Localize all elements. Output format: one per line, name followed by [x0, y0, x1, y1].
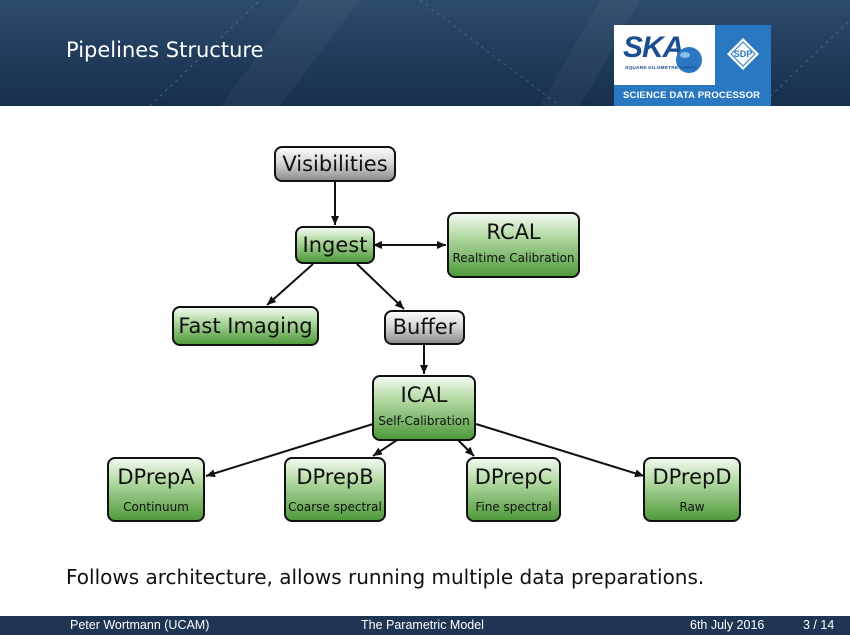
edge-ingest-fastimaging	[266, 263, 314, 306]
logo-subtitle: SQUARE KILOMETRE ARRAY	[625, 66, 698, 71]
globe-icon	[676, 47, 702, 73]
node-ingest-label: Ingest	[302, 233, 368, 257]
node-visibilities-label: Visibilities	[282, 152, 388, 176]
edge-ical-dprepa	[205, 423, 374, 478]
node-buffer: Buffer	[384, 310, 465, 345]
node-dprepa-label: DPrepA	[117, 465, 195, 489]
ska-sdp-logo: SKA SQUARE KILOMETRE ARRAY SDP SCIENCE D…	[614, 25, 771, 106]
node-dprepb: DPrepB Coarse spectral	[284, 457, 386, 522]
node-dprepb-label: DPrepB	[296, 465, 374, 489]
edge-ical-dprepd	[475, 423, 645, 478]
node-fast-imaging-label: Fast Imaging	[178, 314, 313, 338]
node-dprepa: DPrepA Continuum	[107, 457, 205, 522]
slide-body-text: Follows architecture, allows running mul…	[66, 565, 705, 589]
node-dprepb-sublabel: Coarse spectral	[288, 500, 382, 514]
node-dprepc: DPrepC Fine spectral	[466, 457, 561, 522]
node-dprepd-sublabel: Raw	[679, 500, 705, 514]
node-rcal-sublabel: Realtime Calibration	[452, 251, 575, 265]
slide-footer: Peter Wortmann (UCAM) The Parametric Mod…	[0, 616, 850, 635]
footer-date: 6th July 2016	[690, 618, 765, 632]
logo-ska-text: SKA	[623, 31, 684, 64]
node-rcal-label: RCAL	[486, 220, 541, 244]
node-dprepa-sublabel: Continuum	[123, 500, 189, 514]
diamond-icon	[727, 38, 759, 70]
sdp-badge: SDP	[715, 25, 771, 85]
footer-author: Peter Wortmann (UCAM)	[70, 618, 210, 632]
edge-ical-dprepc	[457, 439, 475, 457]
node-ingest: Ingest	[295, 226, 375, 264]
node-dprepd-label: DPrepD	[652, 465, 732, 489]
logo-caption: SCIENCE DATA PROCESSOR	[614, 85, 771, 106]
logo-top: SKA SQUARE KILOMETRE ARRAY SDP	[614, 25, 771, 85]
node-fast-imaging: Fast Imaging	[172, 306, 319, 346]
node-rcal: RCAL Realtime Calibration	[447, 212, 580, 278]
node-ical-label: ICAL	[400, 383, 448, 407]
sdp-badge-label: SDP	[733, 49, 753, 59]
node-dprepc-label: DPrepC	[474, 465, 553, 489]
node-dprepd: DPrepD Raw	[643, 457, 741, 522]
node-visibilities: Visibilities	[274, 146, 396, 182]
slide-title: Pipelines Structure	[66, 38, 264, 62]
edge-ingest-buffer	[356, 263, 405, 310]
footer-page-number: 3 / 14	[803, 618, 835, 632]
node-buffer-label: Buffer	[392, 315, 457, 339]
node-dprepc-sublabel: Fine spectral	[475, 500, 552, 514]
node-ical-sublabel: Self-Calibration	[378, 414, 470, 428]
node-ical: ICAL Self-Calibration	[372, 375, 476, 441]
footer-talk-title: The Parametric Model	[361, 618, 484, 632]
edge-ical-dprepb	[372, 439, 398, 457]
